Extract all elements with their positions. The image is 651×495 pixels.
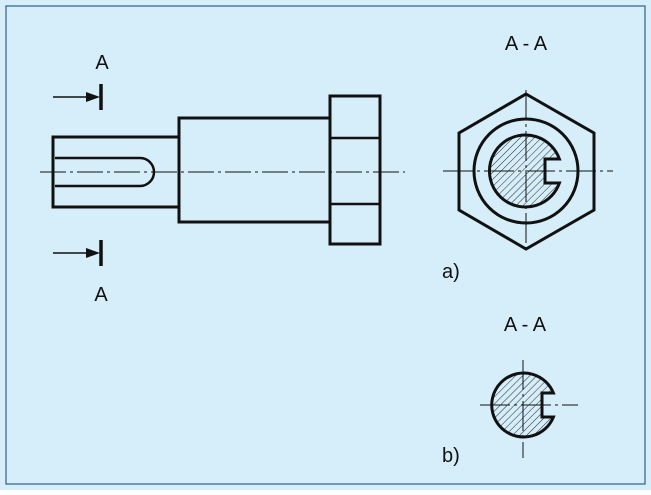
cutting-plane-top: A: [53, 52, 109, 110]
section-a-caption: a): [442, 261, 460, 283]
section-b-shaft-section: [490, 371, 556, 439]
section-b-title: A - A: [504, 314, 547, 336]
section-a-outer-circle: [472, 117, 580, 225]
cut-label-bottom: A: [94, 284, 108, 306]
section-a-title: A - A: [505, 33, 548, 55]
cutting-plane-bottom: A: [53, 240, 108, 306]
main-view: [40, 94, 405, 246]
keyway-slot: [55, 156, 156, 188]
section-a-shaft-section: [488, 133, 562, 209]
section-a: A - A: [443, 33, 613, 251]
cut-arrow-top-head: [86, 92, 100, 102]
cut-arrow-bottom-head: [86, 248, 100, 258]
section-b: A - A: [480, 314, 578, 458]
hex-head: [328, 94, 382, 246]
section-b-caption: b): [442, 445, 460, 467]
drawing-frame: [5, 5, 646, 485]
section-a-hexagon: [457, 92, 596, 251]
cut-label-top: A: [95, 52, 109, 74]
